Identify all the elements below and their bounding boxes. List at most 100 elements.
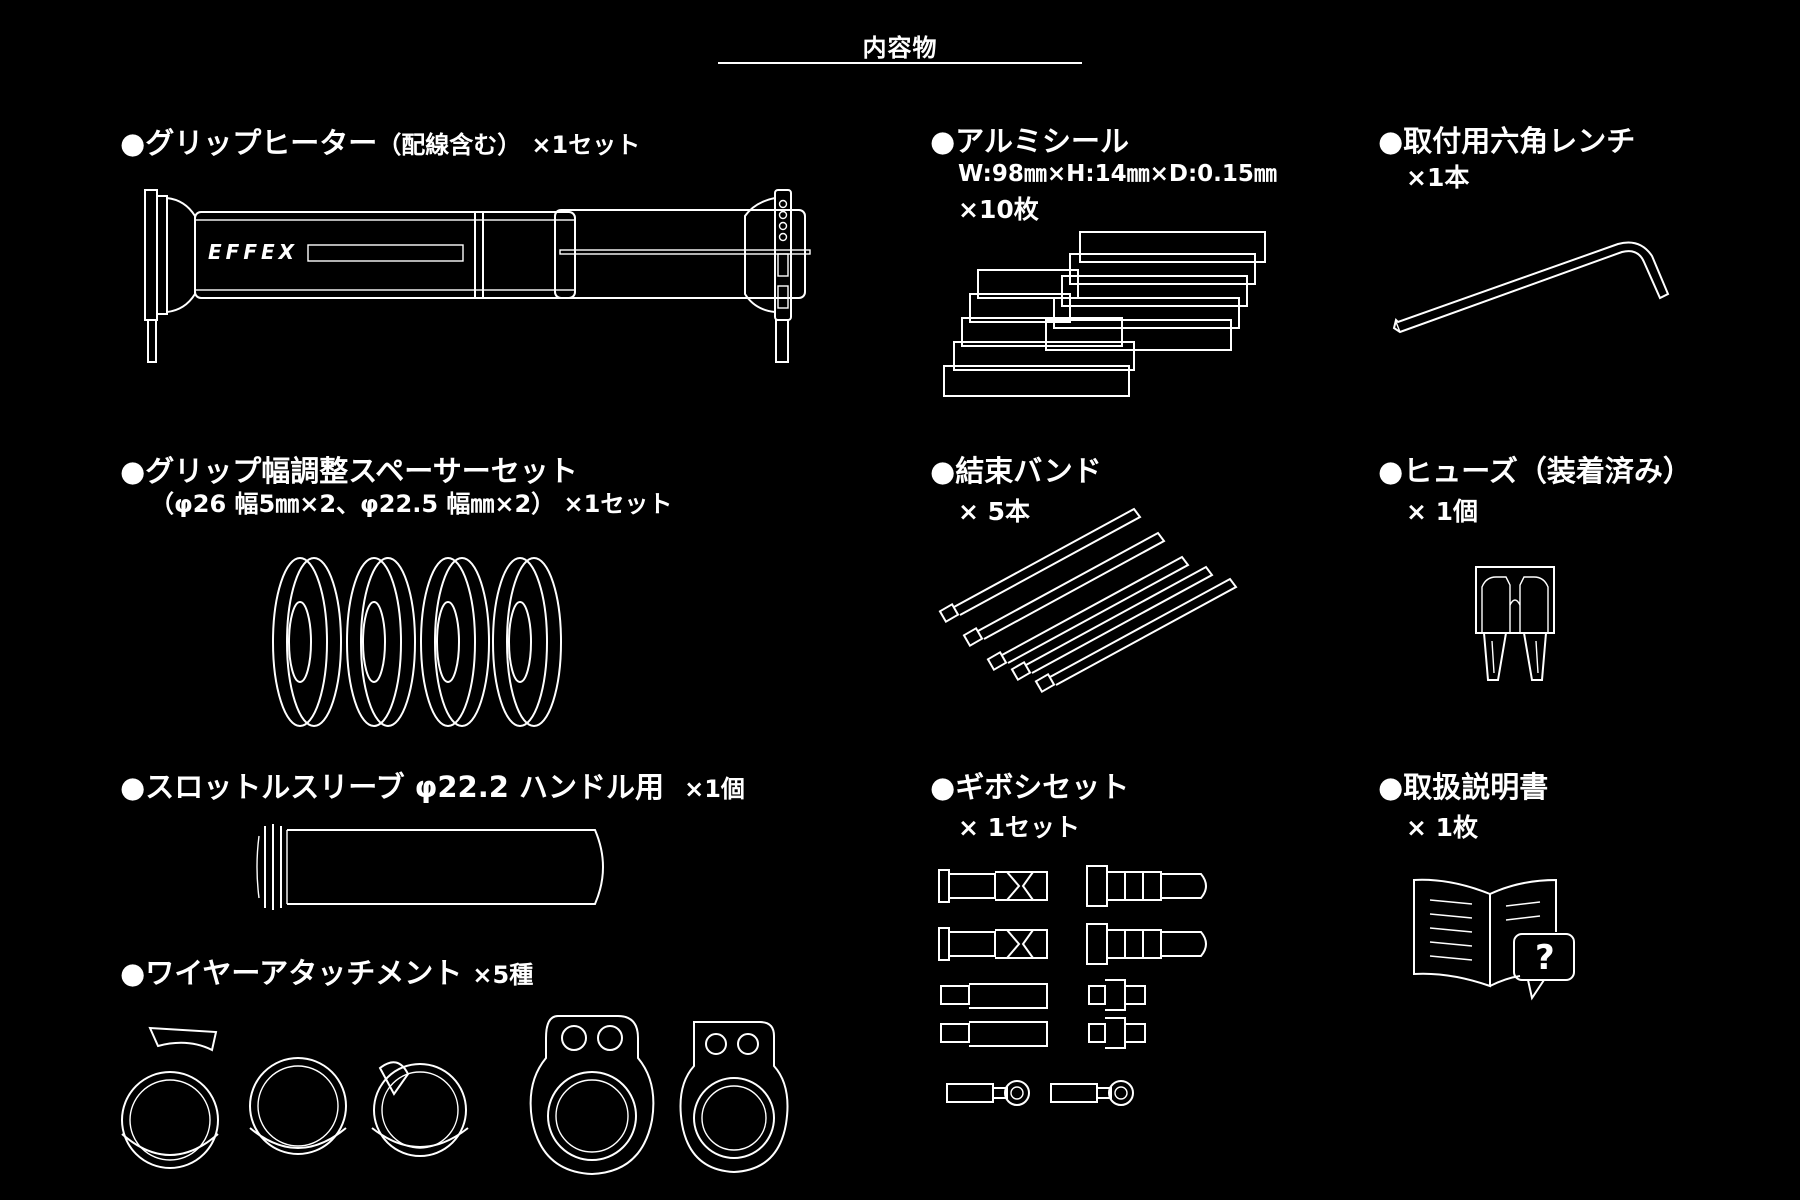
- grip-right-switch: [777, 253, 789, 277]
- cable-tie: [1034, 577, 1238, 694]
- bullet-connector-illustration: [938, 865, 1207, 1106]
- grip-heater-qty: ×1セット: [531, 131, 641, 159]
- seal-sheet: [1061, 275, 1248, 307]
- bullet-connector-male: [1086, 865, 1207, 907]
- spacer-ring: [346, 557, 416, 727]
- grip-left-collar: [166, 196, 196, 314]
- manual-title: ●取扱説明書: [1378, 770, 1549, 804]
- item-cable-tie: ●結束バンド × 5本: [930, 454, 1102, 528]
- question-bubble-tail: [1527, 979, 1545, 1001]
- throttle-sleeve-illustration: [256, 824, 604, 910]
- wire-attachment: [529, 1015, 655, 1176]
- fuse-blade-left: [1483, 632, 1507, 681]
- seal-sheet: [1053, 297, 1240, 329]
- hex-wrench-illustration: [1392, 241, 1670, 334]
- grip-left-logo-plate: [307, 244, 464, 262]
- spacer-set-qty: ×1セット: [563, 490, 673, 518]
- grip-right-cable: [775, 319, 789, 363]
- spacer-set-spec: （φ26 幅5㎜×2、φ22.5 幅㎜×2）: [150, 490, 556, 518]
- seal-sheet: [943, 365, 1130, 397]
- seal-sheet: [977, 269, 1079, 299]
- bullet-connector-female: [938, 869, 1048, 903]
- item-gibosi-set: ●ギボシセット × 1セット: [930, 770, 1129, 844]
- question-mark: ?: [1535, 938, 1555, 978]
- grip-heater-logo: EFFEX: [208, 240, 298, 264]
- wrench-tip: [1395, 321, 1401, 333]
- item-throttle-sleeve: ●スロットルスリーブ φ22.2 ハンドル用 ×1個: [120, 770, 745, 806]
- seal-sheet: [961, 317, 1123, 347]
- grip-heater-illustration: EFFEX: [144, 189, 811, 363]
- grip-left-flange-inner: [156, 195, 168, 315]
- hex-wrench-title: ●取付用六角レンチ: [1378, 124, 1636, 158]
- spacer-ring: [420, 557, 490, 727]
- grip-left-end: [474, 211, 484, 299]
- fuse-inner-left: [1481, 576, 1511, 633]
- fuse-element: [1509, 599, 1521, 606]
- wire-attachment-illustration: [121, 1015, 789, 1176]
- fuse-qty: × 1個: [1406, 497, 1479, 526]
- cable-tie-illustration: [938, 507, 1238, 694]
- ring-terminal: [946, 1080, 1030, 1106]
- sleeve-flange: [264, 824, 282, 910]
- item-grip-heater: ●グリップヒーター（配線含む） ×1セット: [120, 126, 640, 162]
- spacer-ring-illustration: [272, 557, 562, 727]
- ring-terminal: [1050, 1080, 1134, 1106]
- manual-text-lines: [1505, 901, 1541, 921]
- manual-page-left: [1413, 878, 1491, 988]
- item-spacer-set: ●グリップ幅調整スペーサーセット （φ26 幅5㎜×2、φ22.5 幅㎜×2） …: [120, 454, 672, 520]
- insulation-sleeve: [1088, 979, 1146, 1011]
- manual-qty: × 1枚: [1406, 813, 1479, 842]
- wire-attachment-qty: ×5種: [472, 961, 534, 989]
- throttle-sleeve-qty: ×1個: [684, 775, 745, 803]
- bullet-connector-male: [1086, 923, 1207, 965]
- wire-attachment: [371, 1061, 469, 1157]
- item-wire-attachment: ●ワイヤーアタッチメント ×5種: [120, 956, 533, 992]
- alu-seal-title: ●アルミシール: [930, 124, 1130, 158]
- spacer-set-title: ●グリップ幅調整スペーサーセット: [120, 454, 578, 488]
- wire-attachment: [249, 1057, 347, 1155]
- heading-underline: [718, 62, 1082, 64]
- hex-wrench-qty: ×1本: [1406, 163, 1470, 192]
- wire-attachment: [121, 1026, 219, 1169]
- sleeve-flange-edge: [256, 830, 288, 904]
- grip-left-cable: [147, 319, 157, 363]
- cable-tie: [986, 555, 1190, 672]
- manual-page-right-bottom: [1489, 975, 1521, 987]
- grip-right-led: [778, 232, 788, 242]
- wire-attachment-title: ●ワイヤーアタッチメント: [120, 956, 463, 990]
- manual-page-right: [1489, 878, 1557, 932]
- fuse-blade-detail: [1491, 640, 1539, 674]
- blade-fuse-illustration: [1475, 566, 1555, 681]
- seal-sheet: [1079, 231, 1266, 263]
- seal-sheet: [1045, 319, 1232, 351]
- spacer-ring: [492, 557, 562, 727]
- item-alu-seal: ●アルミシール W:98㎜×H:14㎜×D:0.15㎜ ×10枚: [930, 124, 1277, 226]
- wrench-body: [1392, 241, 1670, 334]
- manual-book-icon: ?: [1413, 878, 1575, 1001]
- seal-sheet: [1069, 253, 1256, 285]
- seal-sheet: [953, 341, 1135, 371]
- grip-right-collar: [744, 196, 776, 314]
- cable-tie-qty: × 5本: [958, 497, 1031, 526]
- cable-tie-title: ●結束バンド: [930, 454, 1102, 488]
- alu-seal-dims: W:98㎜×H:14㎜×D:0.15㎜: [958, 161, 1277, 187]
- item-manual: ●取扱説明書 × 1枚: [1378, 770, 1548, 844]
- grip-right-led: [778, 221, 788, 231]
- alu-seal-qty: ×10枚: [958, 195, 1039, 224]
- throttle-sleeve-title: ●スロットルスリーブ φ22.2 ハンドル用: [120, 770, 664, 804]
- spacer-ring: [272, 557, 342, 727]
- grip-heater-note: （配線含む）: [377, 131, 522, 159]
- grip-right-switch: [777, 285, 789, 309]
- grip-left-body-inner: [194, 219, 576, 291]
- insulation-sleeve: [940, 983, 1048, 1009]
- wire-attachment: [679, 1021, 789, 1174]
- gibosi-set-qty: × 1セット: [958, 813, 1081, 842]
- cable-tie: [1010, 565, 1214, 682]
- item-hex-wrench: ●取付用六角レンチ ×1本: [1378, 124, 1635, 194]
- sleeve-body: [287, 829, 604, 905]
- grip-right-led: [778, 210, 788, 220]
- bullet-connector-female: [938, 927, 1048, 961]
- grip-right-stripe: [559, 249, 811, 255]
- aluminium-seal-stack-illustration: [943, 231, 1266, 397]
- item-fuse: ●ヒューズ（装着済み） × 1個: [1378, 454, 1692, 528]
